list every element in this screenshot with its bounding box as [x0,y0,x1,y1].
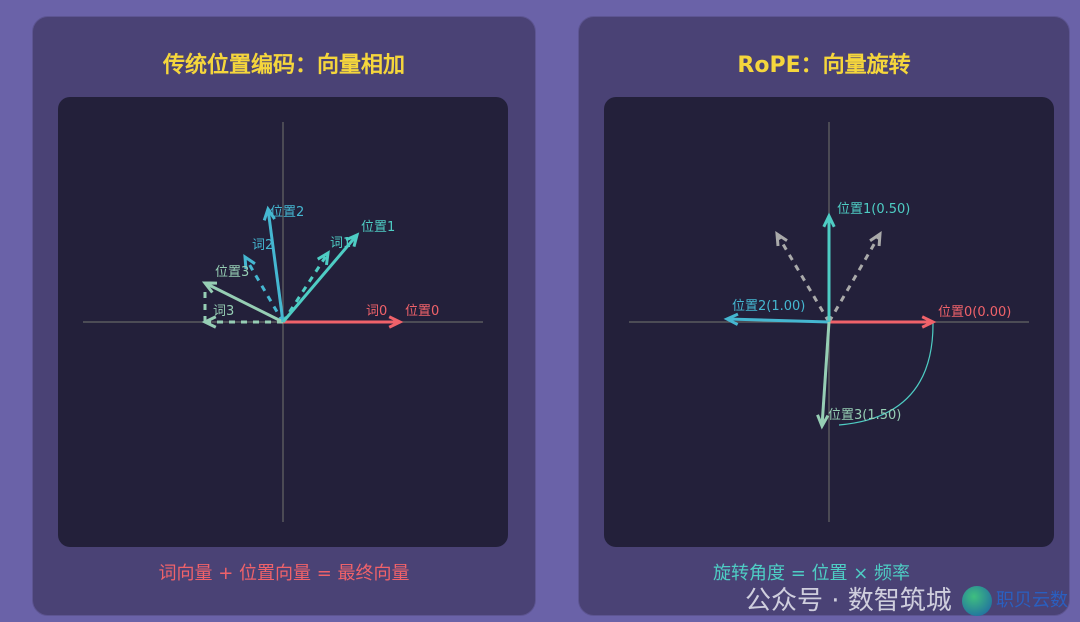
ghost-vector-right-head [869,231,882,247]
word2-vector-head [243,254,256,270]
watermark: 公众号 · 数智筑城 [745,586,952,616]
position1-vector [281,234,359,323]
position0-label: 位置0 [405,304,439,319]
position1-vector-head [345,232,360,247]
card-title: RoPE：向量旋转 [737,53,911,78]
vector-rotation-diagram: 位置0(0.00) 位置1(0.50) 位置2(1.00) 位置3(1.50) [629,122,1029,522]
card-title: 传统位置编码：向量相加 [162,53,405,78]
position1-vector-head [822,212,836,228]
word3-vector-head [201,315,217,329]
ghost-vector-left-head [775,231,788,247]
position2-vector-head [723,312,739,326]
word1-vector-head [316,250,330,266]
word0-label: 词0 [366,304,387,319]
word1-label: 词1 [330,236,351,251]
position3-vector-head [816,414,830,430]
logo-text: 职贝云数 [996,590,1068,611]
formula-caption: 旋转角度 = 位置 × 频率 [713,563,911,584]
position3-vector [820,321,831,427]
position3-vector [204,281,284,324]
vector-plot: 位置0(0.00) 位置1(0.50) 位置2(1.00) 位置3(1.50) [604,97,1054,547]
rotation-arc [838,321,934,426]
position3-label: 位置3 [215,265,249,280]
position1-label: 位置1 [361,220,395,235]
position0-label: 位置0(0.00) [938,305,1011,320]
position2-label: 位置2(1.00) [732,299,805,314]
position2-label: 位置2 [270,205,304,220]
position2-vector-head [262,205,276,221]
word3-label: 词3 [213,304,234,319]
logo-icon [962,586,992,616]
position3-vector-head [201,281,218,294]
ghost-vector-left [775,233,831,323]
word2-label: 词2 [252,238,273,253]
position3-label: 位置3(1.50) [828,408,901,423]
position1-label: 位置1(0.50) [837,202,910,217]
word1-vector [281,252,330,323]
position2-vector [726,317,830,324]
position2-vector [266,208,285,323]
position0-vector-head [921,315,937,329]
formula-caption: 词向量 + 位置向量 = 最终向量 [158,563,410,584]
word2-vector [243,256,285,323]
word0-vector-head [388,315,404,329]
ghost-vector-right [827,233,882,323]
rope-card: RoPE：向量旋转 位置0(0.00) 位置1(0.50) 位置2(1.00) 位置3… [578,16,1070,616]
